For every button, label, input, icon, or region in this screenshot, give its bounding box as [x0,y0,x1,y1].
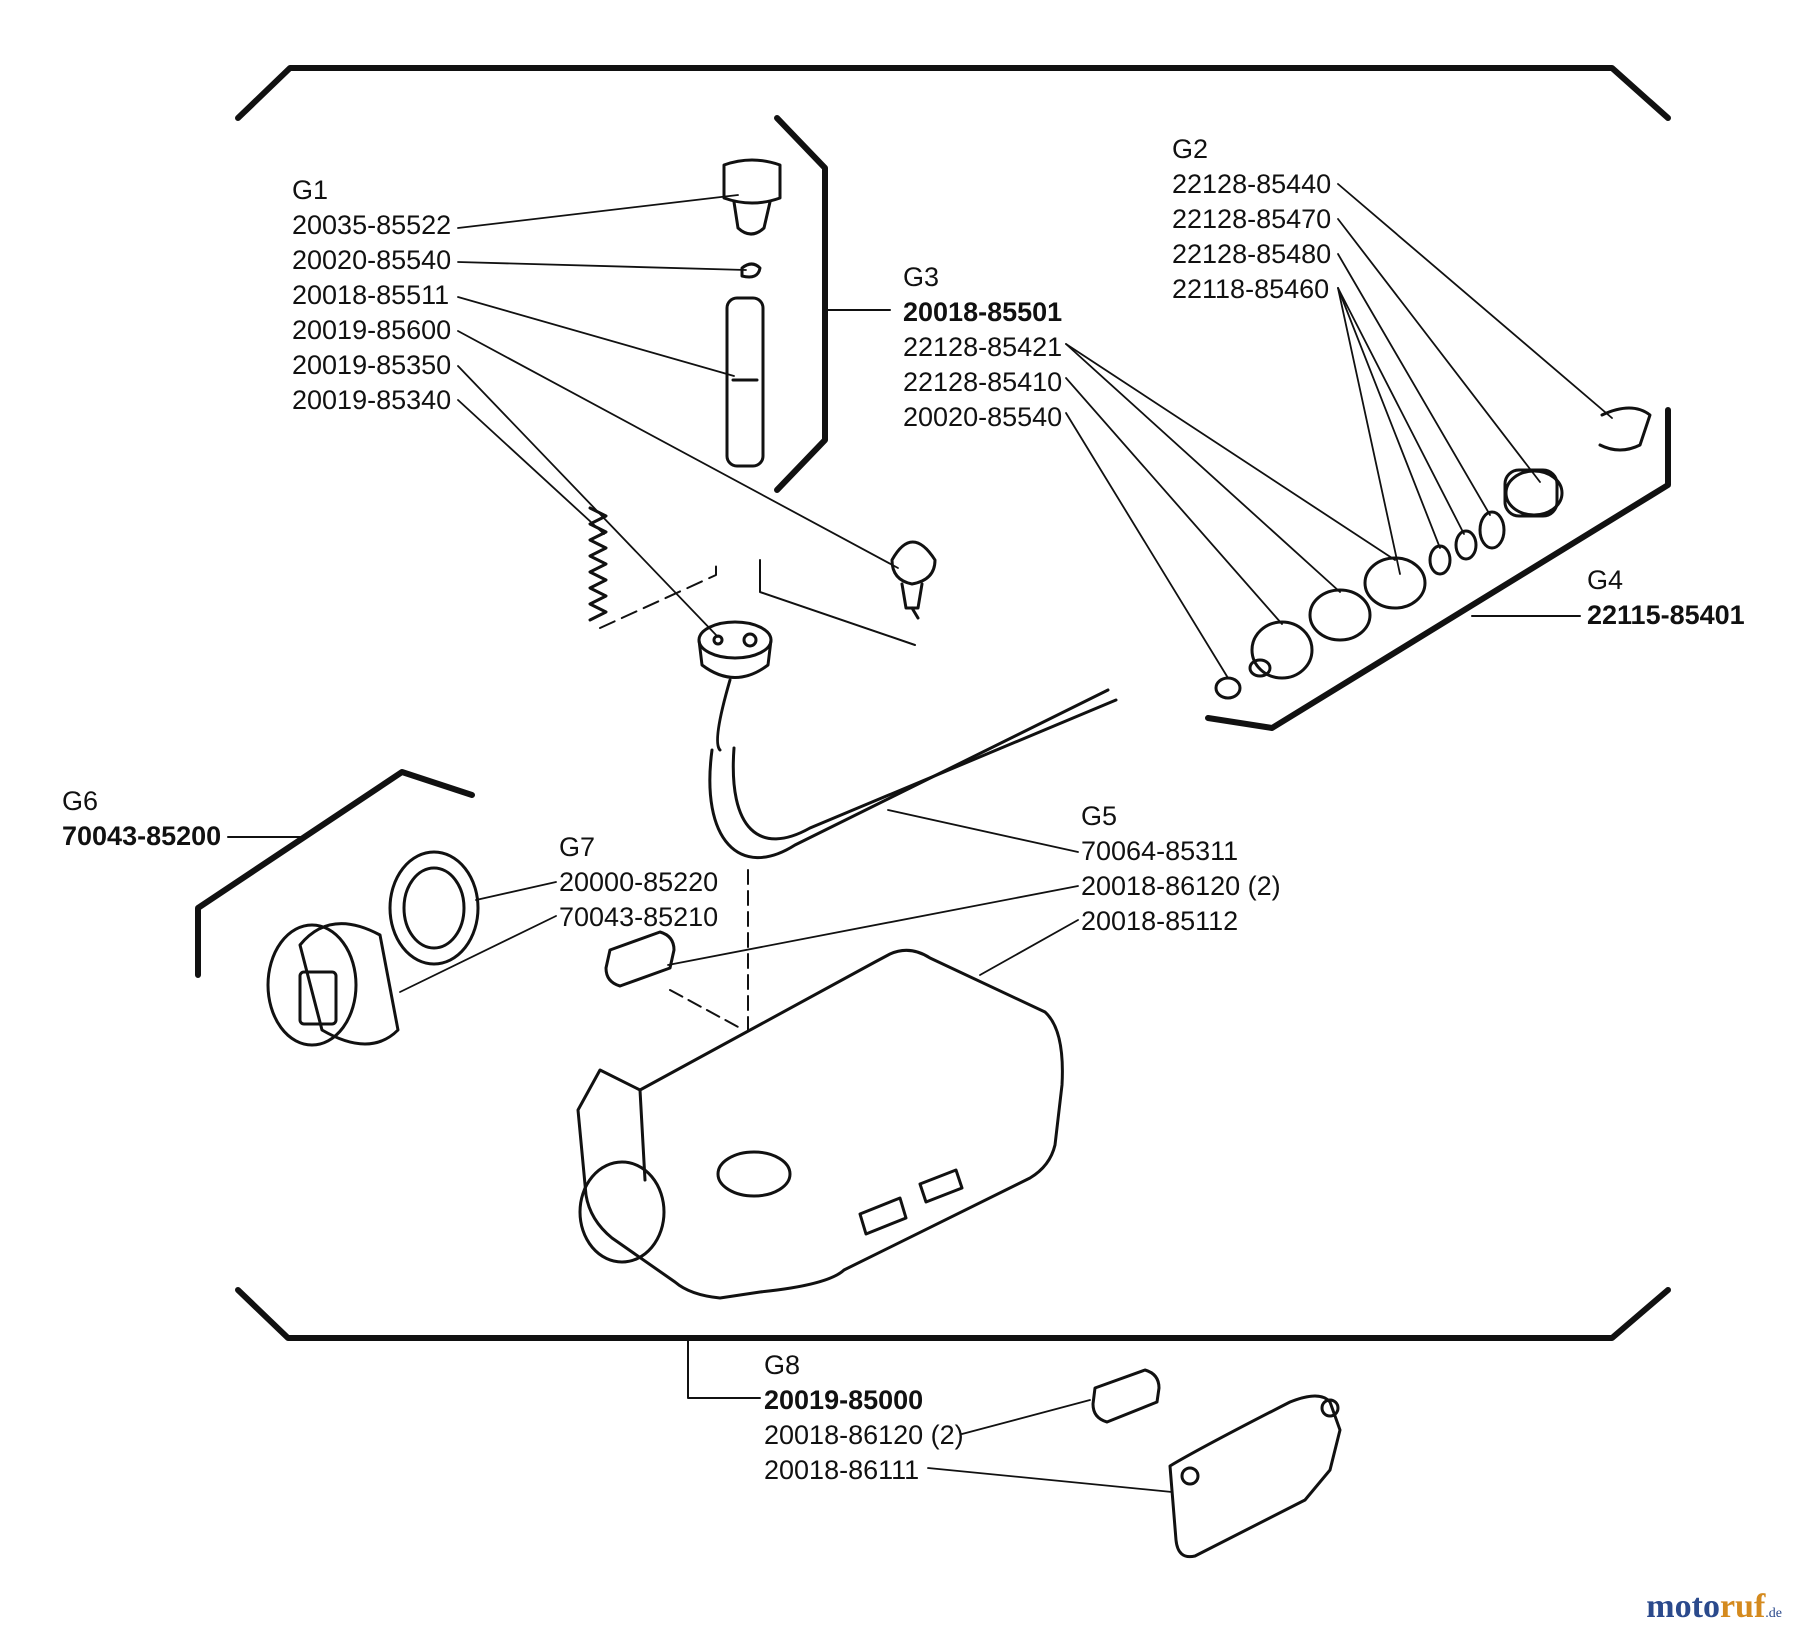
g8-assembly: 20019-85000 [764,1385,924,1415]
g3-part-1: 22128-85421 [903,332,1063,362]
mount-block-part [604,930,676,988]
g6-label: G6 [62,786,99,816]
g3-assembly: 20018-85501 [903,297,1063,327]
g2-label-block: G2 22128-85440 22128-85470 22128-85480 2… [1172,132,1331,307]
g1-label: G1 [292,175,329,205]
bleed-cap-part [722,158,782,236]
g6-assembly: 70043-85200 [62,821,222,851]
primer-bulb-part [890,540,937,620]
valve-stem-part [725,296,765,468]
g3-part-2: 22128-85410 [903,367,1063,397]
g4-label-block: G4 22115-85401 [1587,563,1745,633]
dash-outline-2 [759,559,916,646]
g7-part-1: 20000-85220 [559,867,719,897]
g8-part-1: 20018-86120 (2) [764,1420,964,1450]
dash-outline [599,559,717,629]
watermark-suffix: .de [1765,1606,1782,1621]
fuel-cap-parts [266,850,480,1047]
g7-label-block: G7 20000-85220 70043-85210 [559,830,718,935]
tank-grommet-part [697,620,773,679]
g2-part-1: 22128-85440 [1172,169,1332,199]
g1-part-1: 20035-85522 [292,210,452,240]
g6-label-block: G6 70043-85200 [62,784,221,854]
carb-fitting-parts [1214,406,1652,700]
g4-bracket [1205,407,1671,731]
g1-part-6: 20019-85340 [292,385,452,415]
g8-part-2: 20018-86111 [764,1455,920,1485]
g5-part-2: 20018-86120 (2) [1081,871,1281,901]
g3-label-block: G3 20018-85501 22128-85421 22128-85410 2… [903,260,1062,435]
g4-assembly: 22115-85401 [1587,600,1745,630]
fuel-line-part [708,688,1118,859]
g5-label-block: G5 70064-85311 20018-86120 (2) 20018-851… [1081,799,1281,939]
g1-part-2: 20020-85540 [292,245,452,275]
g1-part-5: 20019-85350 [292,350,452,380]
g6-bracket [195,769,475,978]
watermark-accent: ruf [1719,1588,1766,1625]
leader-lines [399,183,1613,1493]
mount-dash-line [669,989,741,1029]
g3-label: G3 [903,262,940,292]
g2-part-3: 22128-85480 [1172,239,1332,269]
g8-mount-parts [1091,1368,1342,1559]
spring-part [588,506,608,622]
g5-part-3: 20018-85112 [1081,906,1239,936]
watermark-main: moto [1646,1588,1720,1625]
g8-leader [687,1337,761,1399]
g3-part-3: 20020-85540 [903,402,1063,432]
g8-label-block: G8 20019-85000 20018-86120 (2) 20018-861… [764,1348,964,1488]
g7-label: G7 [559,832,596,862]
small-grommet-part [740,262,762,279]
g1-part-4: 20019-85600 [292,315,452,345]
g1-part-3: 20018-85511 [292,280,450,310]
g2-part-4: 22118-85460 [1172,274,1330,304]
outer-bracket [235,65,1671,1341]
g5-part-1: 70064-85311 [1081,836,1239,866]
g1-bracket [774,115,828,493]
motoruf-watermark: motoruf.de [1646,1588,1782,1626]
g5-label: G5 [1081,801,1118,831]
g8-label: G8 [764,1350,801,1380]
g7-part-2: 70043-85210 [559,902,719,932]
g4-label: G4 [1587,565,1624,595]
g2-part-2: 22128-85470 [1172,204,1332,234]
fuel-hose-part [716,678,732,752]
g2-label: G2 [1172,134,1209,164]
fuel-tank-part [576,948,1064,1300]
g1-label-block: G1 20035-85522 20020-85540 20018-85511 2… [292,173,451,418]
